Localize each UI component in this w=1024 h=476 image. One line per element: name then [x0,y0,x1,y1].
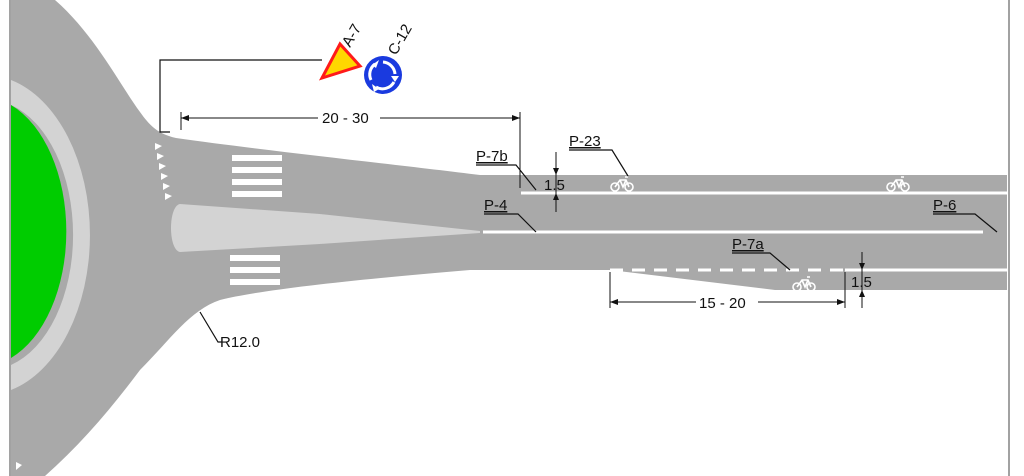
leader-p6 [933,213,998,233]
roundabout-apron [11,80,90,390]
sign-leader [159,59,322,133]
yield-line-teeth [16,143,172,470]
label-corner-radius: R12.0 [220,334,260,351]
label-p23: P-23 [569,133,601,150]
leader-p4 [484,213,537,233]
dimension-arrow [859,263,865,270]
label-p4: P-4 [484,197,507,214]
leader-corner-radius [199,311,222,343]
dimension-arrow [837,299,845,305]
yield-triangle-icon [318,41,363,81]
dimension-transition-length: 15 - 20 [699,295,746,312]
dimension-taper-length: 20 - 30 [322,110,369,127]
sign-code-c12: C-12 [385,21,416,58]
dimension-arrow [553,168,559,175]
label-p6: P-6 [933,197,956,214]
label-p7b: P-7b [476,148,508,165]
label-p7a: P-7a [732,236,764,253]
dimension-arrow [512,115,520,121]
dimension-arrow [610,299,618,305]
crosswalk-bottom [230,255,280,285]
mandatory-sign-c12: C-12 [364,21,416,94]
dimension-arrow [181,115,189,121]
bicycle-icon [886,176,910,192]
bicycle-icon [792,276,816,292]
dimension-arrow [859,290,865,297]
road-surface [11,0,1007,476]
leader-p23 [569,149,629,177]
leader-p7a [732,252,791,271]
splitter-tip [320,214,480,244]
crosswalk-top [232,155,282,197]
bicycle-icon [610,176,634,192]
warning-sign-a7: A-7 [318,21,365,81]
dimension-offset-top: 1.5 [544,177,565,194]
dimension-offset-bottom: 1.5 [851,274,872,291]
central-island [11,105,67,358]
splitter-island [171,204,339,252]
leader-p7b [476,164,537,191]
dimension-arrow [553,193,559,200]
